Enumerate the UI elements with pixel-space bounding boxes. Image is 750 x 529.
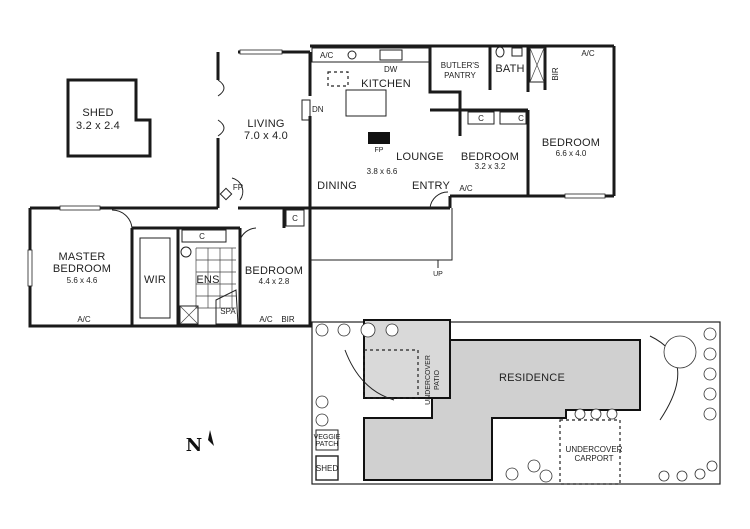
kitchen-island bbox=[345, 89, 387, 117]
ac-master: A/C bbox=[77, 315, 91, 324]
entry-deck: UP bbox=[310, 208, 453, 278]
dining-label: DINING bbox=[317, 180, 357, 192]
carport-label-1: UNDERCOVER bbox=[566, 445, 623, 454]
bir-bedroom-3: BIR bbox=[281, 315, 295, 324]
shed-building: SHED 3.2 x 2.4 bbox=[66, 78, 152, 158]
lounge-label: LOUNGE bbox=[396, 151, 444, 163]
toilet-icon bbox=[180, 246, 192, 258]
dn-label: DN bbox=[312, 105, 324, 114]
site-shed-label: SHED bbox=[316, 464, 338, 473]
west-wing: C C MASTER BEDROOM 5.6 x 4.6 A/C WIR ENS… bbox=[27, 205, 312, 328]
living-size: 7.0 x 4.0 bbox=[244, 130, 288, 142]
north-arrow: N bbox=[186, 430, 214, 456]
ac-bedroom-3: A/C bbox=[259, 315, 273, 324]
fp-living-label: FP bbox=[233, 183, 243, 192]
fireplace-icon bbox=[219, 187, 233, 201]
ac-bedroom-small: A/C bbox=[459, 184, 473, 193]
carport-label-2: CARPORT bbox=[575, 454, 614, 463]
veggie-label-2: PATCH bbox=[316, 441, 339, 448]
ac-kitchen-label: A/C bbox=[320, 51, 334, 60]
shower-icon bbox=[179, 305, 199, 325]
wir-label: WIR bbox=[144, 274, 166, 286]
stairs-down bbox=[301, 99, 311, 121]
living-room: LIVING 7.0 x 4.0 FP bbox=[216, 49, 312, 208]
sink-icon bbox=[347, 50, 357, 60]
patio-label-2: PATIO bbox=[434, 369, 441, 390]
window bbox=[239, 49, 283, 55]
lounge-size: 3.8 x 6.6 bbox=[367, 167, 398, 176]
closet-c2: C bbox=[518, 114, 524, 123]
closet-c1: C bbox=[478, 114, 484, 123]
kitchen-lounge-block: A/C DW KITCHEN DN BUTLER'S PANTRY BATH B… bbox=[301, 44, 616, 210]
up-label: UP bbox=[433, 271, 443, 278]
ens-label: ENS bbox=[196, 274, 219, 286]
patio-label-1: UNDERCOVER bbox=[425, 355, 432, 405]
butlers-pantry-label-1: BUTLER'S bbox=[441, 61, 479, 70]
ensuite-tiles bbox=[195, 247, 236, 309]
bedroom-3-size: 4.4 x 2.8 bbox=[259, 277, 290, 286]
bedroom-large-size: 6.6 x 4.0 bbox=[556, 149, 587, 158]
bedroom-small-label: BEDROOM bbox=[461, 151, 519, 163]
ac-bedroom-large: A/C bbox=[581, 49, 595, 58]
basin-icon bbox=[511, 47, 523, 57]
window bbox=[59, 205, 101, 211]
shower-icon bbox=[529, 47, 545, 83]
north-label: N bbox=[186, 435, 202, 456]
north-arrow-icon bbox=[208, 430, 214, 446]
window bbox=[564, 193, 606, 199]
fp-lounge-label: FP bbox=[375, 147, 384, 154]
bedroom-3-label: BEDROOM bbox=[245, 265, 303, 277]
kitchen-label: KITCHEN bbox=[361, 78, 411, 90]
spa-label: SPA bbox=[220, 307, 236, 316]
living-label: LIVING bbox=[247, 118, 284, 130]
site-plan: RESIDENCE UNDERCOVER PATIO UNDERCOVER CA… bbox=[311, 319, 721, 485]
toilet-icon bbox=[495, 46, 505, 58]
bath-label: BATH bbox=[495, 63, 524, 75]
butlers-pantry-label-2: PANTRY bbox=[444, 71, 476, 80]
closet-c3: C bbox=[292, 214, 298, 223]
dishwasher-outline bbox=[327, 71, 349, 87]
veggie-label-1: VEGGIE bbox=[314, 434, 341, 441]
dw-label: DW bbox=[384, 65, 398, 74]
spa-bath-icon bbox=[215, 289, 239, 325]
bedroom-small-size: 3.2 x 3.2 bbox=[475, 162, 506, 171]
shed-label: SHED bbox=[82, 107, 113, 119]
fireplace-icon bbox=[368, 132, 390, 144]
shed-size: 3.2 x 2.4 bbox=[76, 120, 120, 132]
master-bedroom-label-2: BEDROOM bbox=[53, 263, 111, 275]
master-bedroom-label-1: MASTER bbox=[58, 251, 105, 263]
entry-label: ENTRY bbox=[412, 180, 451, 192]
site-trees bbox=[315, 322, 718, 483]
east-bedrooms: C C BEDROOM 3.2 x 3.2 A/C BEDROOM 6.6 x … bbox=[459, 49, 606, 199]
closet-c4: C bbox=[199, 232, 205, 241]
bedroom-large-label: BEDROOM bbox=[542, 137, 600, 149]
bir-top-label: BIR bbox=[551, 67, 560, 81]
master-bedroom-size: 5.6 x 4.6 bbox=[67, 276, 98, 285]
window bbox=[27, 249, 33, 287]
cooktop-icon bbox=[379, 49, 403, 61]
residence-label: RESIDENCE bbox=[499, 372, 565, 384]
